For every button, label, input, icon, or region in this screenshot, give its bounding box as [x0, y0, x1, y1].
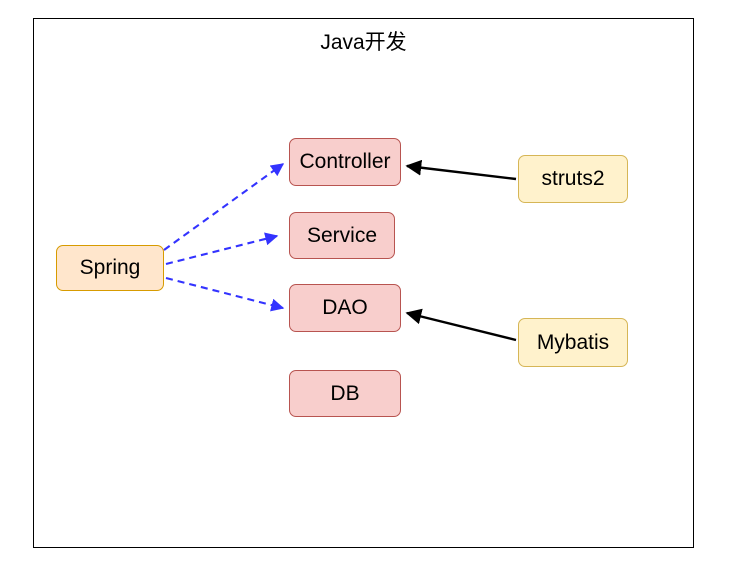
node-spring-label: Spring [79, 256, 141, 279]
node-controller[interactable]: Controller [289, 138, 401, 186]
node-struts2-label: struts2 [541, 167, 605, 190]
node-service[interactable]: Service [289, 212, 395, 259]
node-mybatis[interactable]: Mybatis [518, 318, 628, 367]
node-dao[interactable]: DAO [289, 284, 401, 332]
node-dao-label: DAO [322, 296, 368, 319]
diagram-title: Java开发 [320, 31, 407, 54]
node-struts2[interactable]: struts2 [518, 155, 628, 203]
node-db[interactable]: DB [289, 370, 401, 417]
node-controller-label: Controller [299, 150, 391, 173]
node-service-label: Service [306, 223, 378, 247]
node-spring[interactable]: Spring [56, 245, 164, 291]
node-mybatis-label: Mybatis [536, 330, 610, 354]
node-db-label: DB [330, 381, 360, 405]
